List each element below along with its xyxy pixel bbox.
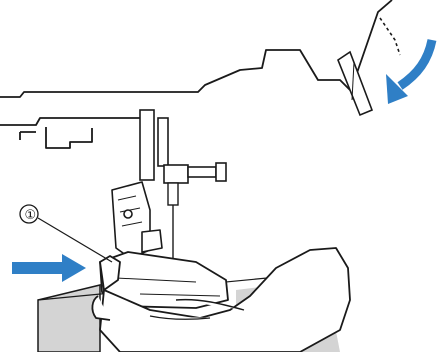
callout-leader bbox=[38, 218, 112, 262]
callout-number: ① bbox=[25, 208, 37, 223]
needle bbox=[168, 183, 178, 262]
needle-bar bbox=[140, 110, 226, 183]
right-arrow-icon bbox=[12, 254, 86, 282]
callout-1: ① bbox=[20, 205, 112, 262]
presser-foot-holder bbox=[112, 182, 162, 258]
machine-head bbox=[0, 0, 392, 148]
curved-arrow-icon bbox=[386, 40, 432, 104]
